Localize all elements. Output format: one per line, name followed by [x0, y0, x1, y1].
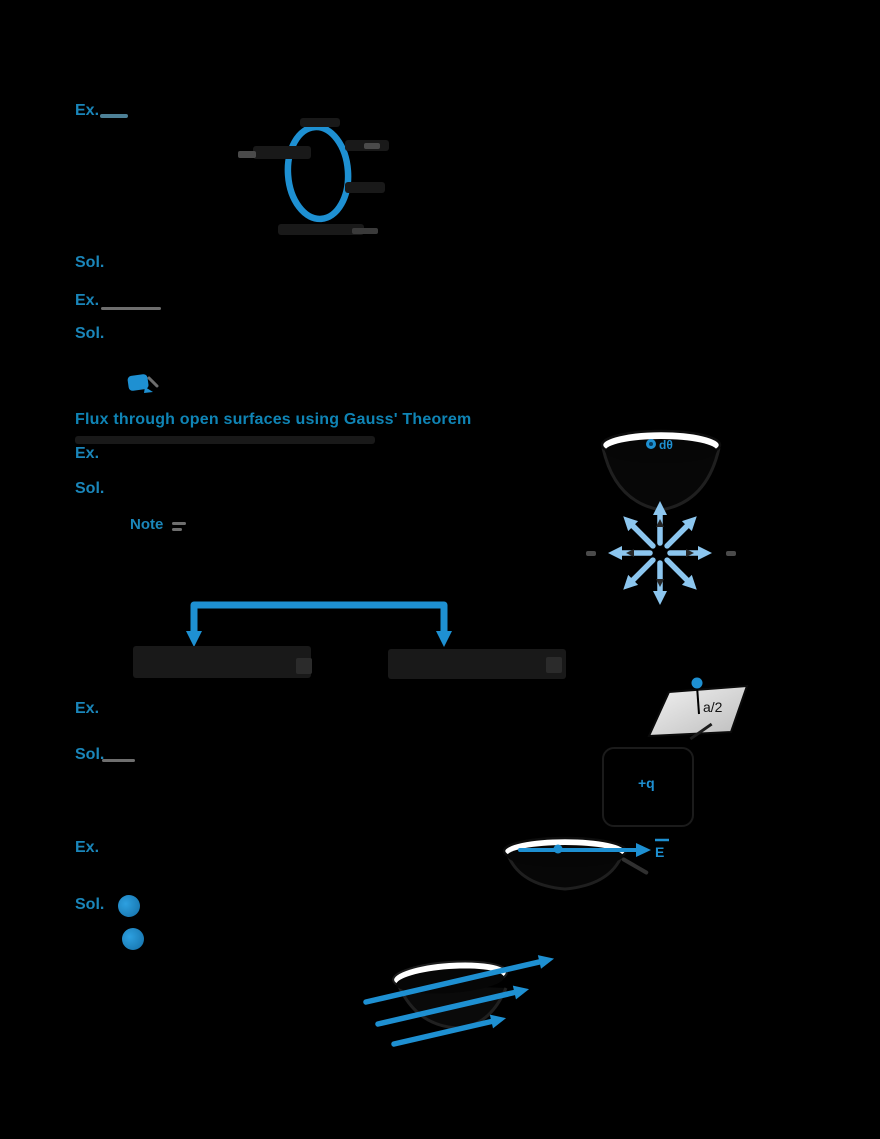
ghost-arrowhead — [656, 579, 664, 587]
ghost-text — [296, 658, 312, 674]
underline-dash — [101, 307, 161, 310]
distance-label: a/2 — [703, 699, 723, 715]
margin-label-ex4: Ex. — [75, 700, 100, 717]
ghost-text — [238, 151, 256, 158]
note-label: Note — [130, 516, 164, 533]
ghost-text — [253, 146, 311, 159]
pencil-icon — [126, 370, 160, 398]
field-arrow-icon — [391, 1014, 507, 1047]
field-arrow-icon — [363, 955, 555, 1005]
field-arrowhead-icon — [636, 843, 651, 857]
margin-label-sol5: Sol. — [75, 896, 105, 913]
field-label: E — [655, 844, 664, 860]
down-arrowhead-icon — [436, 631, 452, 647]
ghost-text — [364, 143, 380, 149]
field-arrow-icon — [662, 511, 702, 551]
charge-dot-icon — [691, 677, 703, 689]
ghost-text — [352, 228, 378, 234]
hemisphere-field-figure: E — [498, 833, 678, 895]
margin-label-sol4: Sol. — [75, 746, 105, 763]
ghost-equation — [133, 646, 311, 678]
bowl-angle-label: dθ — [659, 438, 673, 452]
blue-loop — [284, 123, 352, 223]
bracket-figure — [180, 593, 465, 649]
section-heading: Flux through open surfaces using Gauss' … — [75, 411, 472, 428]
ghost-text — [345, 182, 385, 193]
charged-plane-figure: a/2 — [635, 668, 760, 750]
ghost-text-line — [75, 436, 375, 444]
ghost-text — [278, 224, 364, 235]
margin-label-ex2: Ex. — [75, 292, 100, 309]
margin-label-ex1: Ex. — [75, 102, 100, 119]
ghost-arrowhead — [626, 549, 634, 557]
margin-label-ex5: Ex. — [75, 839, 100, 856]
field-arrow-icon — [375, 985, 530, 1027]
ghost-dash — [586, 551, 596, 556]
charge-dot-icon — [553, 844, 563, 854]
circle-bullet-icon-a — [118, 895, 140, 917]
charge-loop-figure — [230, 110, 400, 245]
hemisphere-tilted-figure — [358, 940, 573, 1052]
cube-figure: +q — [602, 747, 694, 827]
cube-charge-label: +q — [638, 775, 655, 791]
field-arrow-icon — [618, 555, 658, 595]
hemisphere-top-figure: dθ — [595, 424, 730, 519]
bracket-line — [190, 601, 448, 633]
circle-bullet-icon-b — [122, 928, 144, 950]
ghost-equation — [388, 649, 566, 679]
bowl-inner-shade — [605, 439, 717, 463]
field-star-figure — [598, 495, 723, 615]
margin-label-sol2: Sol. — [75, 325, 105, 342]
ghost-dash — [172, 522, 186, 525]
field-arrow-icon — [662, 555, 702, 595]
ghost-arrowhead — [656, 519, 664, 527]
ghost-text — [546, 657, 562, 673]
ghost-arrowhead — [686, 549, 694, 557]
underline-dash — [100, 114, 128, 118]
ghost-dash — [172, 528, 182, 531]
down-arrowhead-icon — [186, 631, 202, 647]
ghost-text — [300, 118, 340, 127]
margin-label-ex3: Ex. — [75, 445, 100, 462]
ghost-dash — [726, 551, 736, 556]
margin-label-sol1: Sol. — [75, 254, 105, 271]
field-arrow-icon — [618, 511, 658, 551]
underline-dash — [102, 759, 135, 762]
point-charge-dot — [655, 548, 665, 558]
margin-label-sol3: Sol. — [75, 480, 105, 497]
charge-dot-core — [649, 442, 653, 446]
distance-line — [696, 685, 700, 715]
